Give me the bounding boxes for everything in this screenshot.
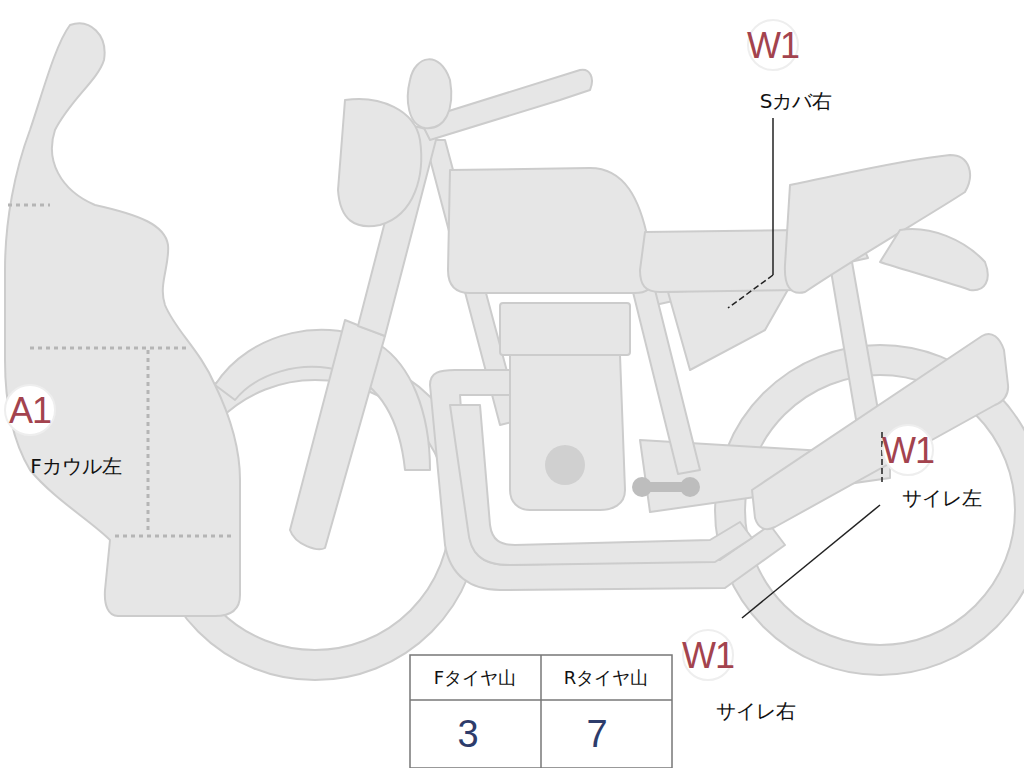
footpeg [632,477,700,497]
engine-cover [545,445,585,485]
part-name: サイレ右 [716,701,796,721]
fuel-tank [448,168,652,293]
front-cowl [5,23,240,616]
callout-code: W1 [882,433,934,469]
leader-lines [728,118,882,618]
tread-table [410,655,672,768]
tail-cowl [880,229,988,290]
callout-code: W1 [747,28,799,64]
muffler [752,334,1008,529]
callout-code: W1 [682,638,734,674]
engine-head [500,303,630,355]
part-name: サイレ左 [902,488,982,508]
table-header: Fタイヤ山 [434,669,516,687]
engine-block [510,355,625,510]
part-name: Sカバ右 [760,91,833,111]
cowl-damage-area [8,205,235,536]
table-header: Rタイヤ山 [564,669,649,687]
front-seat [640,230,800,292]
table-cell: 3 [457,715,478,753]
side-cover [668,286,790,370]
part-name: Fカウル左 [30,456,122,476]
headlight [338,99,421,226]
callout-code: A1 [9,393,51,429]
mirror [408,59,451,128]
callout-circles [5,20,933,680]
table-cell: 7 [586,715,607,753]
front-fork [290,320,385,549]
